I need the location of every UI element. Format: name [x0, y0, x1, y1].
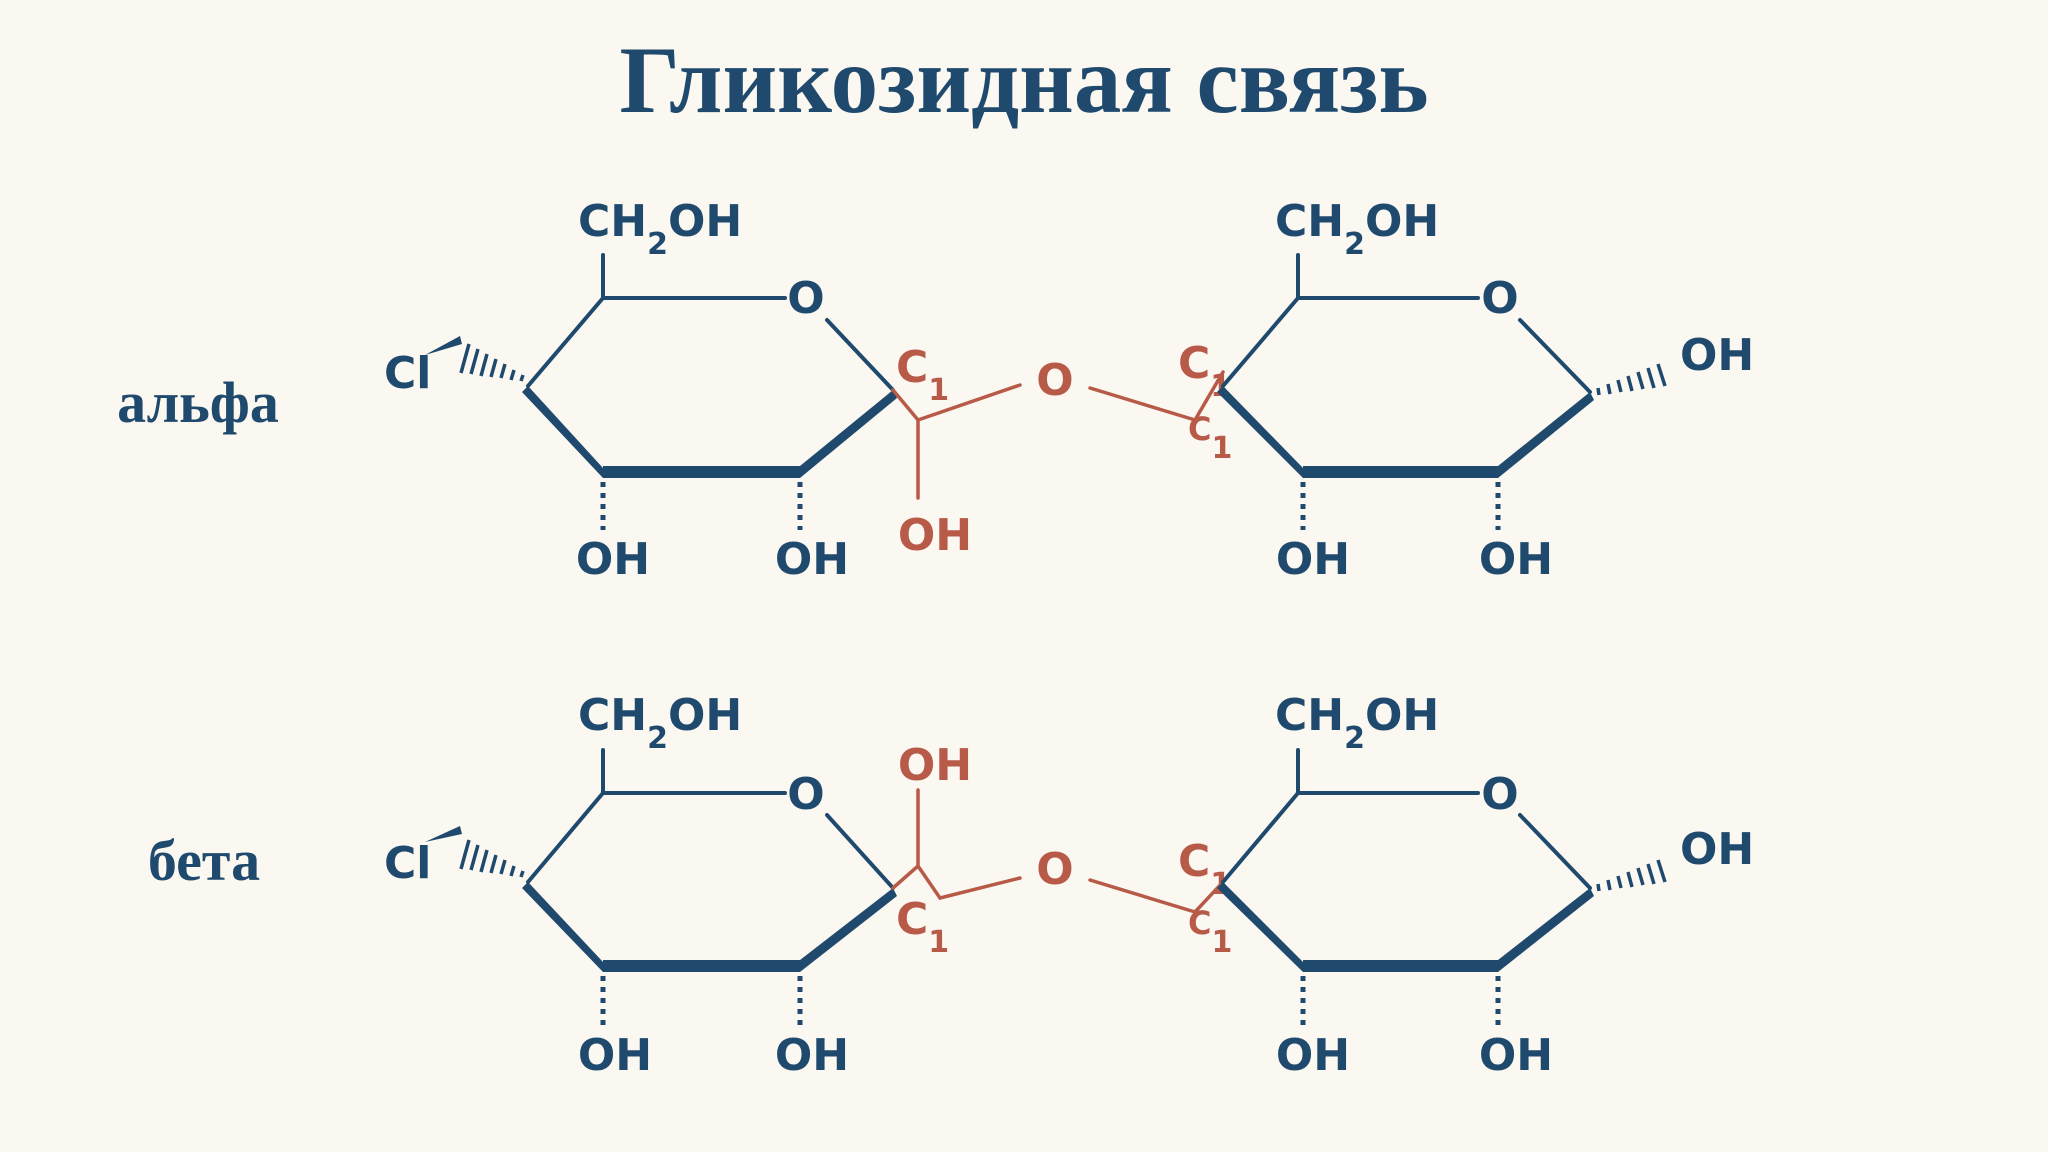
- ring-oxygen-label: O: [1481, 273, 1518, 324]
- ring-wedge: [1217, 386, 1303, 478]
- ring-wedge: [1217, 882, 1303, 972]
- hashed-bond: [1596, 859, 1667, 892]
- oh-label: OH: [1479, 534, 1553, 585]
- ch2oh-text: CH2OH: [1275, 690, 1439, 756]
- link-bond: [1088, 386, 1197, 422]
- row-label-beta: бета: [148, 828, 260, 893]
- anomeric-oh-label: OH: [898, 740, 972, 791]
- link-bond: [1193, 370, 1225, 422]
- ring-wedge: [1303, 466, 1498, 478]
- c1-label: C1: [1188, 410, 1232, 466]
- ring-oxygen-label: O: [1481, 769, 1518, 820]
- link-bond: [891, 388, 920, 422]
- ring-wedge: [522, 386, 603, 478]
- oh-label: OH: [1680, 330, 1754, 381]
- ring-bond: [526, 791, 605, 884]
- oh-label: OH: [1680, 824, 1754, 875]
- diagram-title: Гликозидная связь: [619, 27, 1428, 133]
- ring-wedge: [800, 390, 897, 478]
- link-bond: [1088, 878, 1197, 914]
- ring-bond: [1518, 318, 1592, 394]
- ring-wedge: [1303, 960, 1498, 972]
- beta-left-ring: CH2OH O Cl OH OH: [384, 690, 897, 1081]
- oh-label: OH: [1479, 1030, 1553, 1081]
- bridge-oxygen-label: O: [1036, 355, 1073, 406]
- c1-label: C1: [1188, 904, 1232, 960]
- ring-wedge: [800, 888, 897, 972]
- alpha-glycosidic-linkage: C1 O C1 C1 OH: [891, 338, 1232, 561]
- ring-oxygen-label: O: [787, 769, 824, 820]
- link-bond: [938, 876, 1022, 900]
- link-bond: [891, 864, 920, 890]
- alpha-left-ring: CH2OH O Cl OH OH: [384, 196, 897, 585]
- alpha-row: альфа CH2OH O Cl OH OH: [117, 196, 1754, 585]
- beta-right-ring: CH2OH O OH OH OH: [1217, 690, 1754, 1081]
- cl-label: Cl: [384, 348, 431, 399]
- ch2oh-text: CH2OH: [578, 196, 742, 262]
- ch2oh-label: CH2OH: [578, 690, 742, 756]
- anomeric-oh-label: OH: [898, 510, 972, 561]
- ring-bond: [1221, 296, 1300, 388]
- ring-oxygen-label: O: [787, 273, 824, 324]
- link-bond: [916, 383, 1022, 422]
- ch2oh-text: CH2OH: [578, 690, 742, 756]
- alpha-right-ring: CH2OH O OH OH OH: [1217, 196, 1754, 585]
- ring-wedge: [522, 882, 603, 972]
- cl-wedge: [425, 826, 462, 842]
- hashed-bond: [459, 343, 525, 382]
- oh-label: OH: [775, 1030, 849, 1081]
- hashed-bond: [1596, 363, 1667, 396]
- ch2oh-label: CH2OH: [1275, 196, 1439, 262]
- oh-label: OH: [775, 534, 849, 585]
- ring-wedge: [1498, 888, 1594, 972]
- ring-bond: [825, 813, 895, 890]
- ch2oh-label: CH2OH: [578, 196, 742, 262]
- c1-label: C1: [896, 894, 949, 960]
- oh-label: OH: [1276, 534, 1350, 585]
- ch2oh-label: CH2OH: [1275, 690, 1439, 756]
- cl-label: Cl: [384, 838, 431, 889]
- beta-row: бета CH2OH O Cl OH OH: [148, 690, 1754, 1081]
- ring-bond: [526, 296, 605, 388]
- oh-label: OH: [576, 534, 650, 585]
- ring-bond: [1221, 791, 1300, 884]
- ring-wedge: [1498, 392, 1594, 478]
- ring-wedge: [603, 466, 800, 478]
- oh-label: OH: [578, 1030, 652, 1081]
- hashed-bond: [459, 839, 525, 878]
- c1-label: C1: [896, 342, 949, 408]
- cl-wedge: [425, 336, 462, 355]
- ring-wedge: [603, 960, 800, 972]
- beta-glycosidic-linkage: OH O C1 C1 C1: [891, 740, 1232, 960]
- bridge-oxygen-label: O: [1036, 844, 1073, 895]
- row-label-alpha: альфа: [117, 370, 279, 435]
- ch2oh-text: CH2OH: [1275, 196, 1439, 262]
- oh-label: OH: [1276, 1030, 1350, 1081]
- ring-bond: [1518, 813, 1592, 890]
- ring-bond: [825, 318, 895, 392]
- link-bond: [916, 864, 942, 900]
